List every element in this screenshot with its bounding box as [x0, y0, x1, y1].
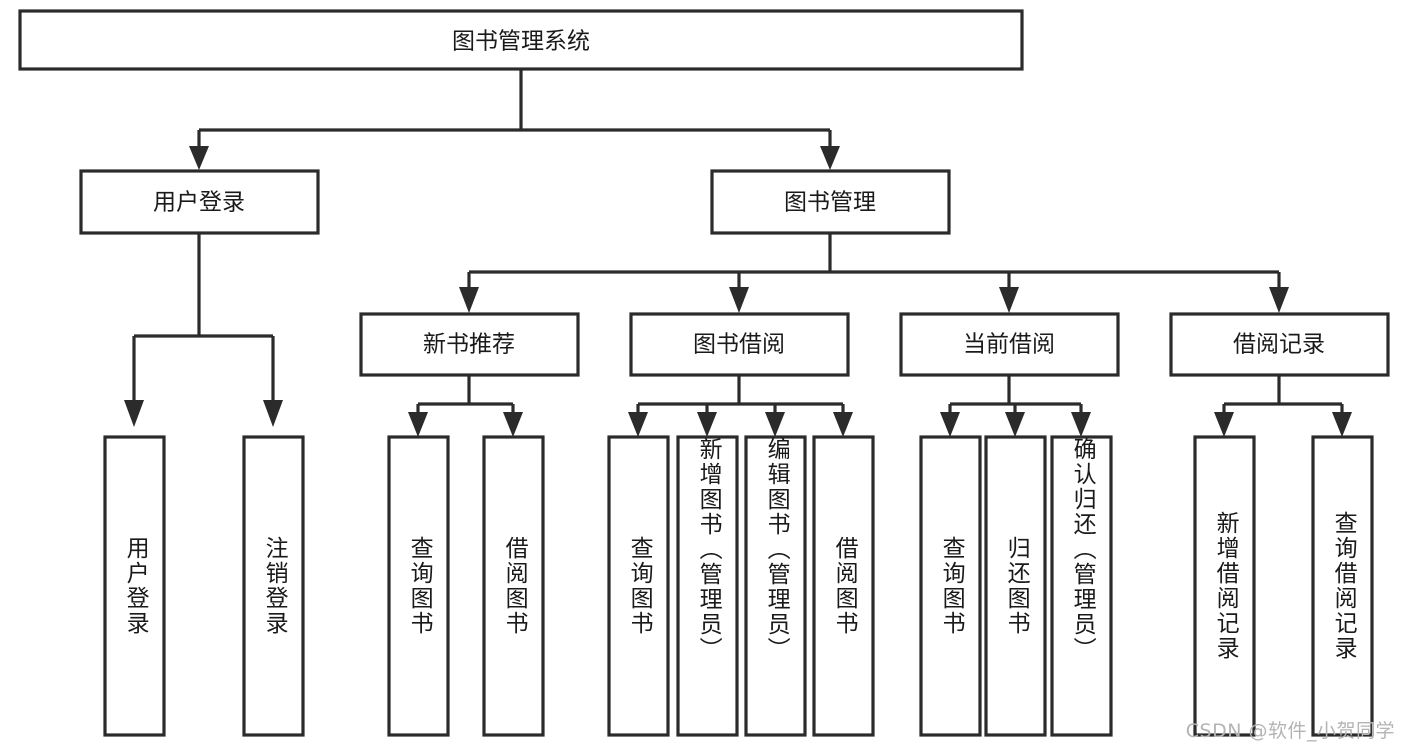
node-new-book-recommend-label: 新书推荐: [423, 332, 515, 358]
node-user-login-label: 用户登录: [153, 190, 245, 216]
connectors-group: [124, 69, 1352, 437]
leaf-box-return-book[interactable]: [984, 435, 1047, 737]
arrow-head-bb-leaf-3: [765, 412, 785, 437]
node-borrow-record-label: 借阅记录: [1233, 332, 1325, 358]
arrow-head-br-leaf-2: [1332, 412, 1352, 437]
node-root[interactable]: 图书管理系统: [18, 9, 1024, 71]
leaf-box-add-borrow-record[interactable]: [1193, 435, 1256, 737]
node-book-borrow-label: 图书借阅: [693, 332, 785, 358]
leaf-box-borrow-book-nb[interactable]: [482, 435, 545, 737]
node-root-box[interactable]: [18, 9, 1024, 71]
leaf-box-query-book-nb[interactable]: [387, 435, 450, 737]
leaf-box-query-borrow-record[interactable]: [1311, 435, 1374, 737]
watermark-text: CSDN @软件_小贺同学: [1185, 720, 1395, 742]
leaf-box-edit-book-admin[interactable]: [744, 435, 807, 737]
leaf-box-user-login[interactable]: [103, 435, 166, 737]
arrow-head-current-borrow: [999, 287, 1019, 313]
arrow-head-bb-leaf-4: [833, 412, 853, 437]
leaf-boxes-group: [103, 435, 1374, 737]
node-book-manage-label: 图书管理: [784, 190, 876, 216]
arrow-head-borrow-record: [1269, 287, 1289, 313]
node-user-login[interactable]: 用户登录: [79, 169, 320, 235]
arrow-head-bb-leaf-2: [697, 412, 717, 437]
arrow-head-nb-leaf-1: [408, 412, 428, 437]
arrow-head-leaf-logout: [263, 400, 283, 427]
arrow-head-book-manage: [820, 146, 840, 170]
node-book-manage-box[interactable]: [710, 169, 951, 235]
arrow-head-user-login: [189, 146, 209, 170]
leaf-box-borrow-book-bb[interactable]: [812, 435, 875, 737]
node-current-borrow[interactable]: 当前借阅: [899, 312, 1120, 377]
node-root-label: 图书管理系统: [452, 29, 590, 55]
node-current-borrow-box[interactable]: [899, 312, 1120, 377]
arrow-head-new-book: [459, 287, 479, 313]
node-book-manage[interactable]: 图书管理: [710, 169, 951, 235]
leaf-box-query-book-cb[interactable]: [919, 435, 982, 737]
arrow-head-nb-leaf-2: [503, 412, 523, 437]
node-new-book-recommend[interactable]: 新书推荐: [359, 312, 580, 377]
leaf-box-query-book-bb[interactable]: [607, 435, 670, 737]
leaf-box-confirm-return-admin[interactable]: [1050, 435, 1113, 737]
node-new-book-recommend-box[interactable]: [359, 312, 580, 377]
node-borrow-record-box[interactable]: [1169, 312, 1390, 377]
node-book-borrow[interactable]: 图书借阅: [629, 312, 850, 377]
node-current-borrow-label: 当前借阅: [963, 332, 1055, 358]
arrow-head-br-leaf-1: [1214, 412, 1234, 437]
arrow-head-cb-leaf-3: [1071, 412, 1091, 437]
node-borrow-record[interactable]: 借阅记录: [1169, 312, 1390, 377]
node-book-borrow-box[interactable]: [629, 312, 850, 377]
arrow-head-book-borrow: [729, 287, 749, 313]
leaf-box-add-book-admin[interactable]: [676, 435, 739, 737]
arrow-head-cb-leaf-1: [940, 412, 960, 437]
arrow-head-cb-leaf-2: [1005, 412, 1025, 437]
leaf-box-logout[interactable]: [242, 435, 305, 737]
arrow-head-leaf-user-login: [124, 400, 144, 427]
node-user-login-box[interactable]: [79, 169, 320, 235]
arrow-head-bb-leaf-1: [628, 412, 648, 437]
